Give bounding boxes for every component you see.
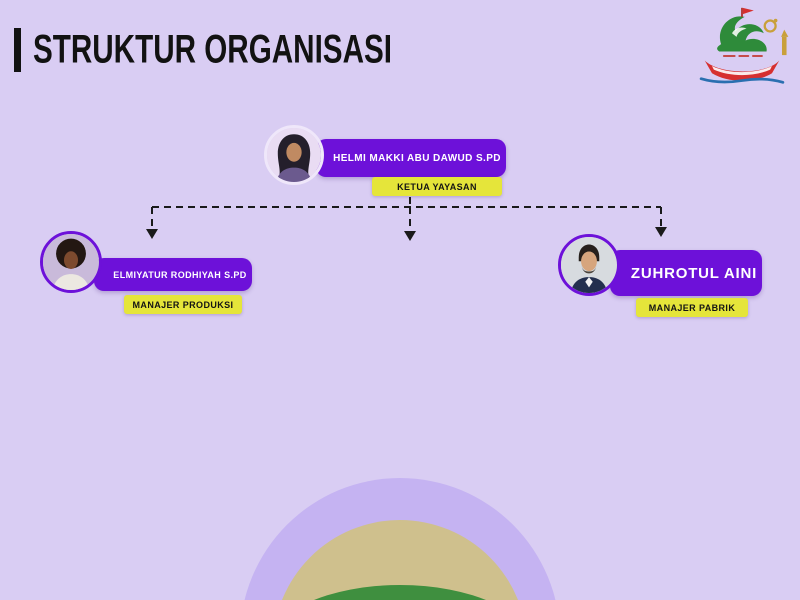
title-block: STRUKTUR ORGANISASI (14, 27, 493, 72)
role-label: MANAJER PABRIK (648, 302, 736, 313)
role-badge: MANAJER PRODUKSI (124, 295, 242, 314)
role-label: KETUA YAYASAN (397, 181, 477, 192)
avatar-woman-in-hijab (264, 125, 324, 185)
person-name: HELMI MAKKI ABU DAWUD S.PD (333, 152, 501, 164)
arrow-down-icon (655, 227, 667, 237)
page-title: STRUKTUR ORGANISASI (33, 27, 392, 72)
person-name: ELMIYATUR RODHIYAH S.PD (113, 269, 247, 280)
name-pill: ELMIYATUR RODHIYAH S.PD (94, 258, 252, 291)
name-pill: ZUHROTUL AINI (610, 250, 762, 296)
role-label: MANAJER PRODUKSI (132, 299, 234, 310)
organization-logo-icon (692, 6, 792, 94)
role-badge: MANAJER PABRIK (636, 298, 748, 317)
avatar-woman-with-afro (40, 231, 102, 293)
logo-calligraphy (717, 16, 767, 52)
role-badge: KETUA YAYASAN (372, 177, 502, 196)
name-pill: HELMI MAKKI ABU DAWUD S.PD (316, 139, 506, 177)
arrow-down-icon (404, 231, 416, 241)
logo-boat-hull (704, 60, 780, 81)
avatar-bearded-man-in-suit (558, 234, 620, 296)
person-name: ZUHROTUL AINI (630, 264, 758, 282)
title-accent-bar (14, 28, 21, 72)
arrow-down-icon (146, 229, 158, 239)
